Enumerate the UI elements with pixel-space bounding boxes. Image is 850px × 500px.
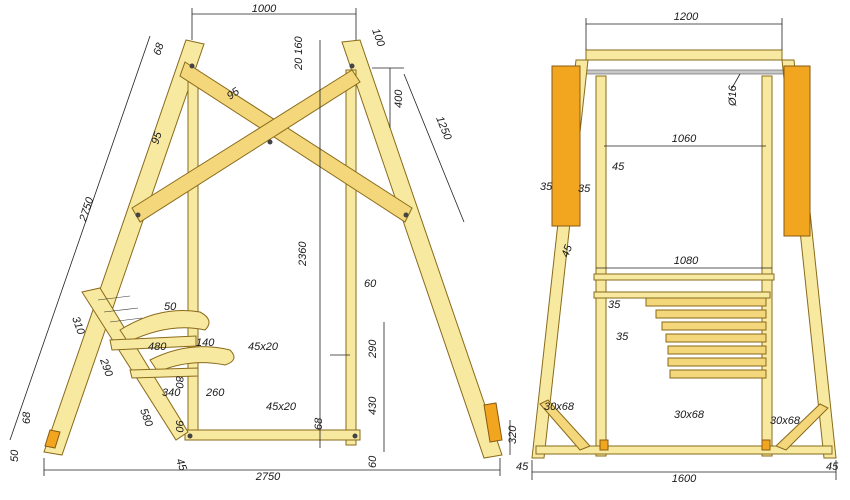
- back-slat: [103, 307, 139, 313]
- dim-label: 430: [367, 396, 379, 415]
- bolt: [189, 63, 195, 69]
- axle-rod: [583, 69, 785, 75]
- dim-label: 30x68: [674, 409, 705, 421]
- inner-post-left: [187, 69, 199, 441]
- dim-label: 80: [173, 376, 185, 389]
- dim-label: 100: [369, 27, 387, 49]
- dim-label: 60: [367, 455, 379, 468]
- front-view: 1200 Ø16 1060 45 35 35 45 1080 35 35 30x…: [516, 11, 839, 485]
- dim-label: 2360: [297, 241, 309, 267]
- dim-line: [9, 35, 151, 441]
- left-leg: [43, 39, 205, 456]
- hanger-left: [595, 75, 607, 457]
- dim-label: 60: [364, 278, 377, 290]
- dim-label: 30x68: [770, 415, 801, 427]
- dim-label: 140: [196, 337, 215, 349]
- dim-label: 35: [540, 181, 553, 193]
- dim-label: 50: [164, 301, 177, 313]
- right-block: [783, 65, 811, 237]
- dim-label: 45x20: [266, 401, 297, 413]
- seat-slat: [109, 335, 197, 351]
- side-view: 1000 100 68 95 95 20 160 400 1250 2750 2…: [9, 3, 519, 483]
- corner-brace-left: [539, 399, 591, 451]
- dim-label: 45: [612, 161, 625, 173]
- top-beam: [585, 49, 783, 61]
- corner-brace-right: [775, 403, 829, 451]
- seat-armrest-top: [119, 309, 210, 343]
- dim-label: 45: [173, 457, 189, 473]
- dim-label: 45: [516, 461, 529, 473]
- dim-label: 400: [393, 89, 405, 108]
- dim-label: 1060: [672, 133, 697, 145]
- seat-slat: [667, 345, 767, 355]
- dim-line: [731, 73, 741, 89]
- seat-slat: [661, 321, 767, 331]
- hanger-right: [761, 75, 773, 457]
- dim-label: 1250: [433, 115, 454, 143]
- dim-label: 35: [616, 331, 629, 343]
- dim-label: 580: [137, 407, 155, 429]
- seat-slats: [645, 297, 767, 379]
- seat-slat: [129, 367, 199, 379]
- left-leg-foot: [44, 429, 61, 449]
- back-slat: [109, 317, 143, 323]
- dim-label: 45x20: [248, 341, 279, 353]
- dim-label: 68: [313, 417, 325, 430]
- bolt: [352, 433, 358, 439]
- dim-label: 95: [149, 130, 164, 146]
- dim-label: 20 160: [293, 35, 305, 71]
- dim-label: Ø16: [727, 84, 739, 107]
- back-slat: [97, 295, 131, 301]
- dim-label: 290: [97, 356, 115, 379]
- cross-brace-2: [131, 69, 361, 223]
- dim-label: 2750: [255, 471, 281, 483]
- dim-label: 260: [205, 387, 225, 399]
- dim-label: 90: [173, 420, 185, 433]
- dim-label: 1080: [674, 255, 699, 267]
- dim-label: 68: [151, 41, 166, 57]
- dim-label: 45: [826, 461, 839, 473]
- dim-line: [403, 73, 465, 223]
- cross-brace-1: [179, 61, 413, 223]
- dim-label: 1000: [252, 3, 277, 15]
- dim-label: 1600: [672, 473, 697, 485]
- seat-frame-top: [593, 291, 771, 299]
- bolt: [135, 212, 141, 218]
- dim-label: 320: [507, 425, 519, 444]
- seat-slat: [665, 333, 767, 343]
- seat-back-frame: [81, 287, 189, 441]
- dim-label: 35: [608, 299, 621, 311]
- base-block: [599, 439, 609, 451]
- dim-label: 480: [148, 341, 167, 353]
- left-block: [551, 65, 581, 227]
- bolt: [403, 212, 409, 218]
- dim-label: 68: [21, 411, 33, 424]
- dim-label: 45: [560, 243, 576, 259]
- bolt: [349, 63, 355, 69]
- base-beam: [184, 429, 361, 441]
- base-block: [761, 439, 771, 451]
- right-leg-foot: [483, 402, 503, 443]
- seat-slat: [645, 297, 767, 307]
- mid-crossbar: [593, 273, 775, 281]
- dim-label: 35: [578, 183, 591, 195]
- dim-label: 30x68: [544, 401, 575, 413]
- seat-slat: [667, 357, 767, 367]
- dim-label: 290: [367, 339, 379, 359]
- dim-label: 340: [162, 387, 181, 399]
- bolt: [187, 433, 193, 439]
- seat-armrest-bottom: [149, 346, 235, 373]
- bolt: [267, 139, 273, 145]
- dim-label: 50: [9, 449, 21, 462]
- seat-slat: [669, 369, 767, 379]
- seat-slat: [655, 309, 767, 319]
- right-leg: [341, 39, 503, 459]
- dim-label: 2750: [77, 195, 97, 224]
- front-base-beam: [535, 445, 833, 455]
- inner-post-right: [345, 69, 357, 446]
- dim-label: 1200: [674, 11, 699, 23]
